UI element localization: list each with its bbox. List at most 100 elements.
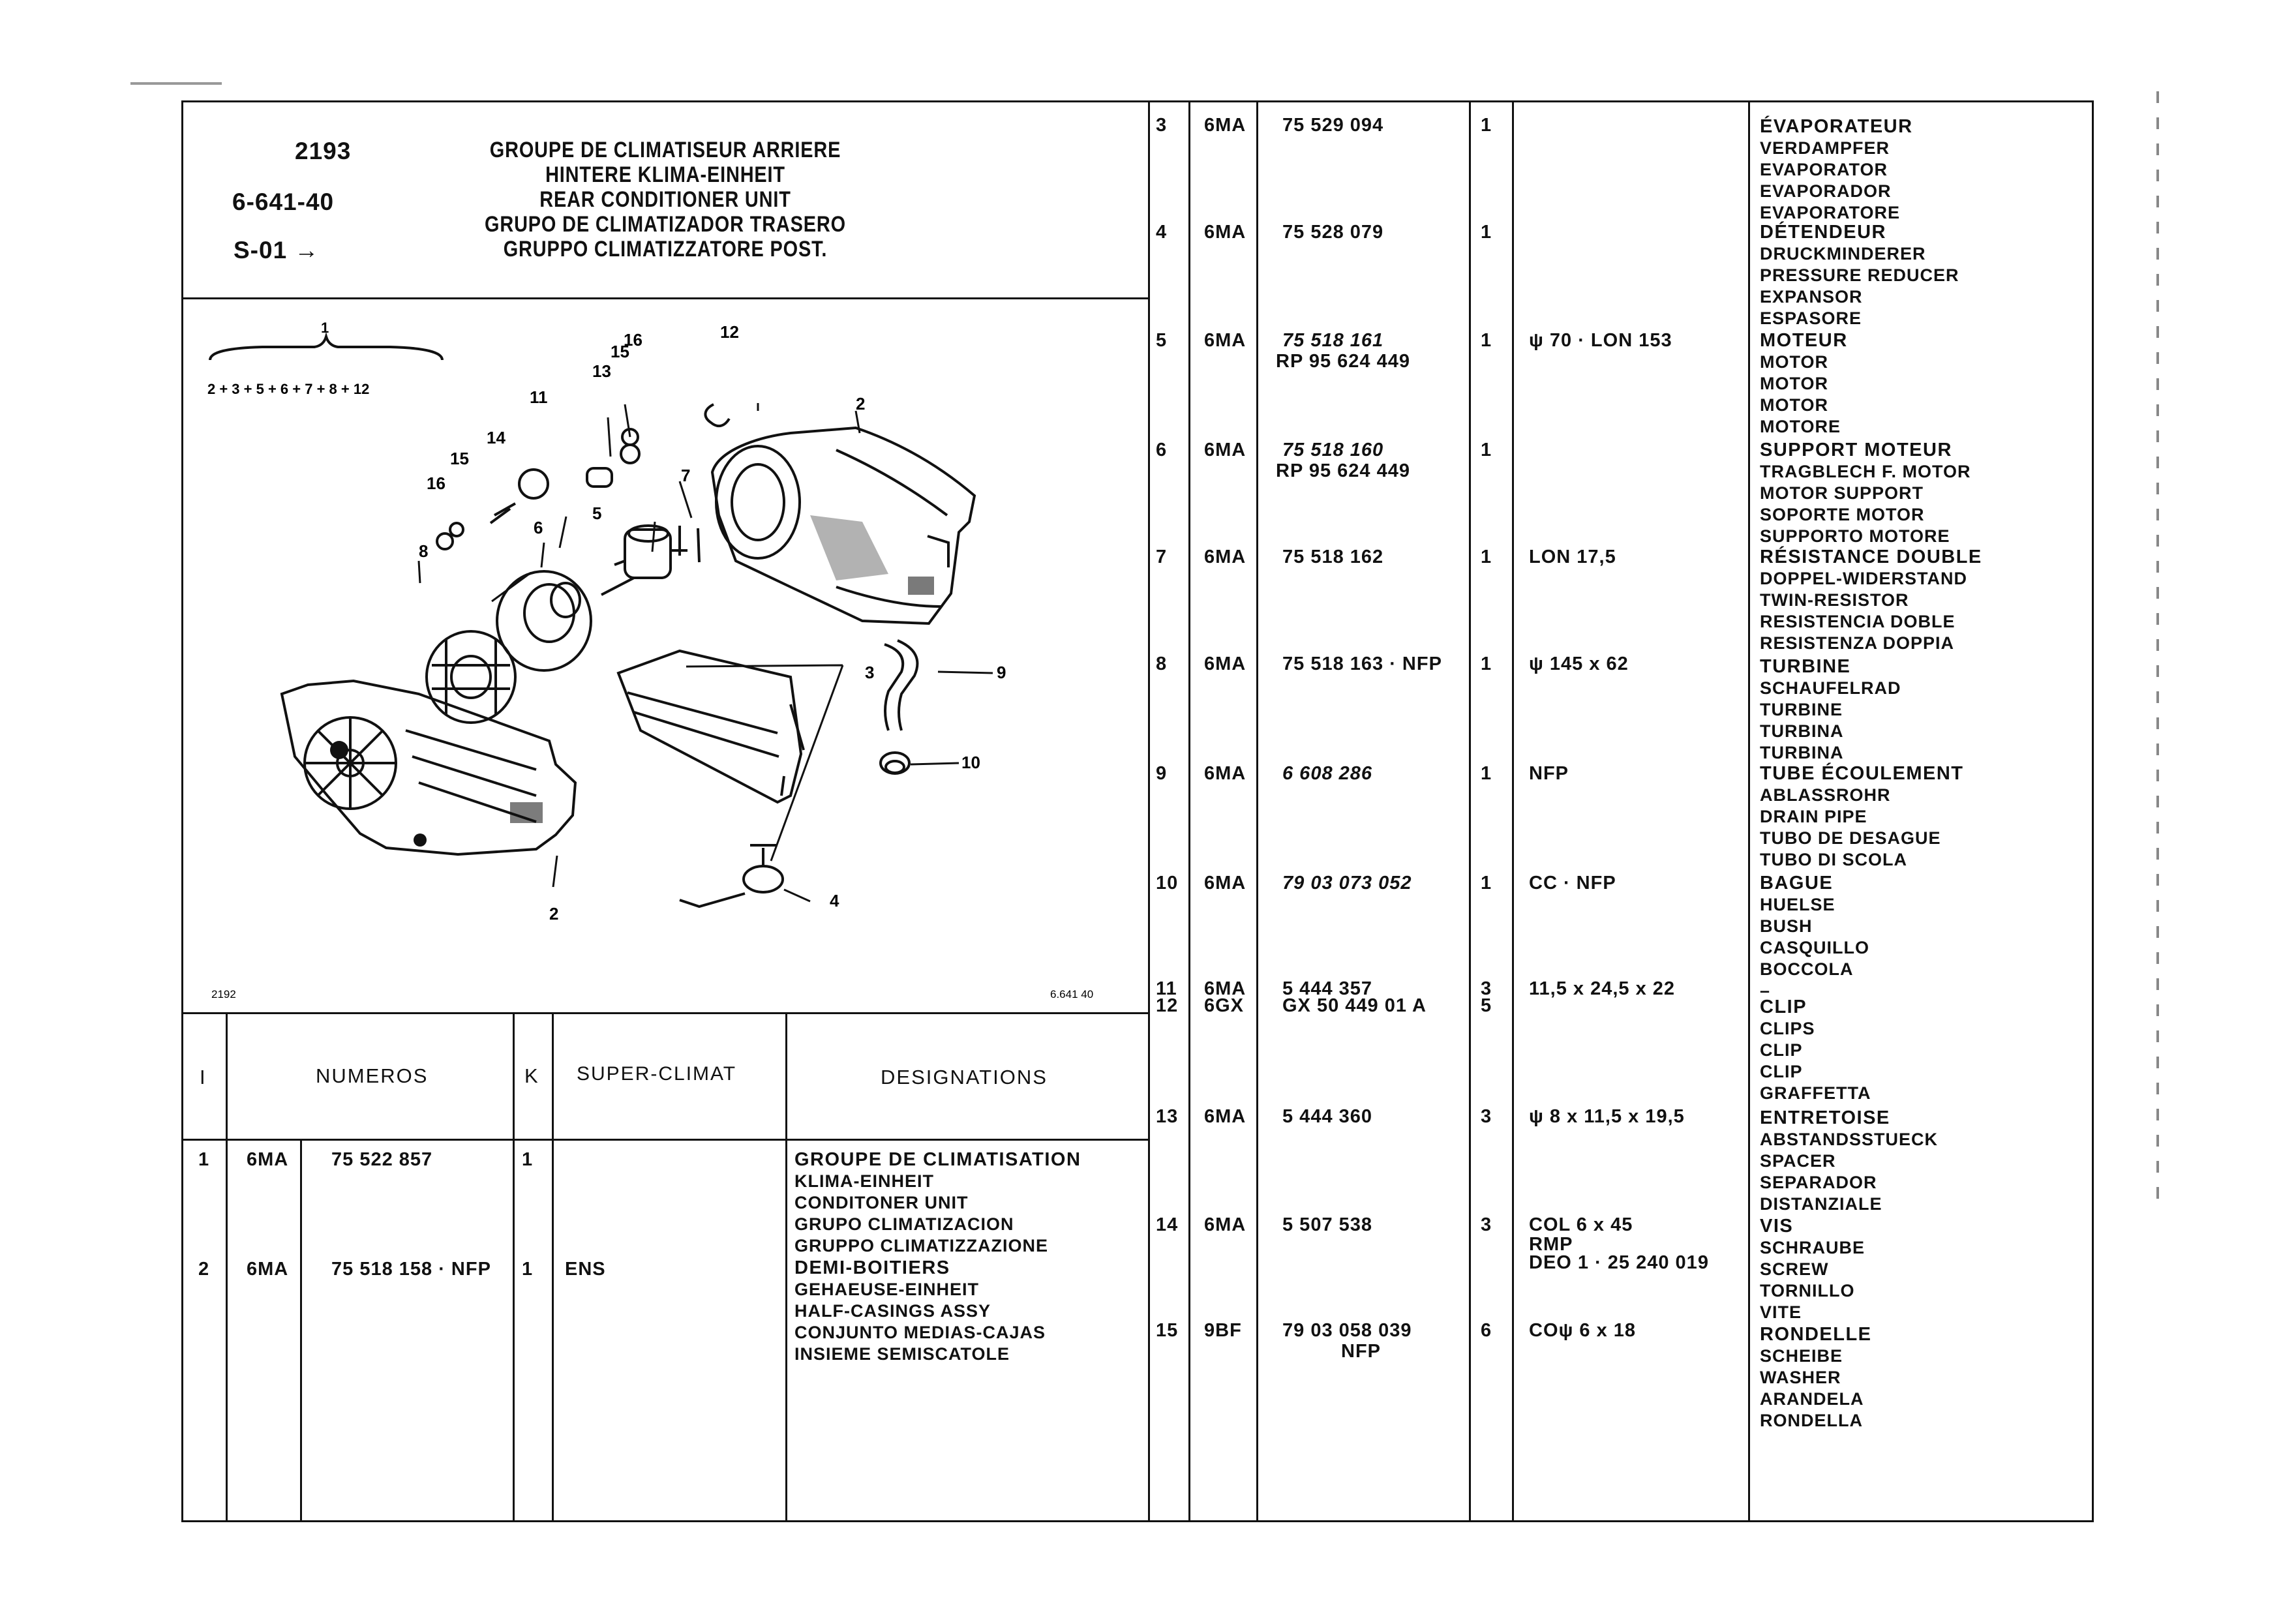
divider-right-note	[1512, 100, 1514, 1522]
left-row-1-index: 1	[198, 1149, 210, 1170]
figure-ref: 6.641 40	[1050, 988, 1093, 1000]
right-row-10-prefix: 6MA	[1204, 873, 1246, 894]
callout-5: 5	[592, 503, 601, 523]
right-row-14-qty: 3	[1481, 1214, 1492, 1235]
right-row-10-part: 79 03 073 052	[1282, 873, 1412, 894]
divider-left-designations	[785, 1012, 787, 1522]
right-row-3-prefix: 6MA	[1204, 115, 1246, 136]
right-row-11-part: 5 444 357	[1282, 978, 1373, 999]
right-row-5-part-line2: RP 95 624 449	[1276, 351, 1410, 372]
right-row-6-qty: 1	[1481, 440, 1492, 460]
right-row-14-note-line3: DEO 1 · 25 240 019	[1529, 1252, 1709, 1273]
header-bottom-line	[181, 297, 1148, 299]
right-row-12-part: GX 50 449 01 A	[1282, 995, 1427, 1016]
col-header-k: K	[524, 1064, 539, 1087]
right-row-5-index: 5	[1156, 330, 1168, 351]
right-row-8-index: 8	[1156, 653, 1168, 674]
left-row-1-qty: 1	[522, 1149, 534, 1170]
right-row-15-part: 79 03 058 039	[1282, 1320, 1412, 1341]
right-row-12-index: 12	[1156, 995, 1179, 1016]
right-row-14-prefix: 6MA	[1204, 1214, 1246, 1235]
right-row-11-qty: 3	[1481, 978, 1492, 999]
right-row-15-part-line2: NFP	[1341, 1341, 1381, 1362]
right-row-14-part: 5 507 538	[1282, 1214, 1373, 1235]
col-header-index: I	[200, 1066, 207, 1089]
right-row-14-index: 14	[1156, 1214, 1179, 1235]
right-row-3-part: 75 529 094	[1282, 115, 1384, 136]
col-header-superclimat: SUPER-CLIMAT	[577, 1063, 737, 1085]
right-row-7-index: 7	[1156, 547, 1168, 567]
right-row-4-prefix: 6MA	[1204, 222, 1246, 243]
callout-16-upper: 16	[624, 330, 642, 350]
callout-13: 13	[592, 361, 611, 381]
right-row-5-prefix: 6MA	[1204, 330, 1246, 351]
lower-casing-details	[330, 741, 543, 847]
right-row-3-qty: 1	[1481, 115, 1492, 136]
right-row-9-index: 9	[1156, 763, 1168, 784]
exploded-view-diagram: 1 2 + 3 + 5 + 6 + 7 + 8 + 12	[207, 320, 1093, 1000]
right-row-15-index: 15	[1156, 1320, 1179, 1341]
divider-left-prefix	[300, 1139, 302, 1522]
divider-left-superclimat	[552, 1012, 554, 1522]
right-row-6-part-line2: RP 95 624 449	[1276, 460, 1410, 481]
right-row-13-index: 13	[1156, 1106, 1179, 1127]
divider-left-right	[1148, 100, 1150, 1522]
right-row-5-part: 75 518 161	[1282, 330, 1384, 351]
drain-pipe-shape	[879, 639, 919, 775]
left-row-2-part: 75 518 158 · NFP	[331, 1259, 491, 1280]
title-en: REAR CONDITIONER UNIT	[539, 187, 791, 212]
left-row-2-prefix: 6MA	[247, 1259, 289, 1280]
right-row-8-qty: 1	[1481, 653, 1492, 674]
col-header-designations: DESIGNATIONS	[881, 1066, 1048, 1089]
right-row-6-index: 6	[1156, 440, 1168, 460]
callout-16-lower: 16	[427, 473, 446, 493]
page-frame	[181, 100, 2094, 1522]
right-row-10-note: CC · NFP	[1529, 873, 1616, 894]
right-row-7-note: LON 17,5	[1529, 547, 1616, 567]
col-header-numbers: NUMEROS	[316, 1064, 429, 1087]
callout-1: 1	[321, 320, 329, 336]
callout-3: 3	[865, 663, 874, 682]
left-row-2-designation: DEMI-BOITIERS GEHAEUSE-EINHEIT HALF-CASI…	[794, 1257, 1046, 1364]
scan-mark-right-edge	[2156, 91, 2159, 1213]
right-row-6-part: 75 518 160	[1282, 440, 1384, 460]
right-row-14-note-line2: RMP	[1529, 1234, 1573, 1255]
title-es: GRUPO DE CLIMATIZADOR TRASERO	[485, 212, 846, 237]
lower-casing-shape	[280, 679, 577, 856]
small-parts	[436, 403, 731, 563]
motor-support-shape	[496, 570, 592, 672]
divider-right-prefix	[1188, 100, 1190, 1522]
left-row-2-note: ENS	[565, 1259, 606, 1280]
motor-shape	[601, 524, 672, 596]
callout-14: 14	[487, 428, 506, 447]
callout-12: 12	[720, 322, 739, 342]
callout-8: 8	[419, 541, 428, 561]
right-row-10-index: 10	[1156, 873, 1179, 894]
right-row-8-part: 75 518 163 · NFP	[1282, 653, 1442, 674]
callout-11: 11	[530, 387, 548, 407]
ref-code: 6-641-40	[232, 188, 335, 215]
right-row-9-part: 6 608 286	[1282, 763, 1373, 784]
plate-number: 2193	[295, 138, 352, 164]
right-row-15-qty: 6	[1481, 1320, 1492, 1341]
divider-right-desc	[1748, 100, 1750, 1522]
divider-right-part	[1256, 100, 1258, 1522]
right-row-10-qty: 1	[1481, 873, 1492, 894]
right-row-15-note: COψ 6 x 18	[1529, 1320, 1637, 1341]
callout-15-upper: 15	[611, 342, 629, 361]
right-row-8-note: ψ 145 x 62	[1529, 653, 1629, 674]
right-row-14-note: COL 6 x 45	[1529, 1214, 1633, 1235]
right-row-11-note: 11,5 x 24,5 x 22	[1529, 978, 1676, 999]
right-row-6-prefix: 6MA	[1204, 440, 1246, 460]
title-it: GRUPPO CLIMATIZZATORE POST.	[503, 237, 828, 262]
